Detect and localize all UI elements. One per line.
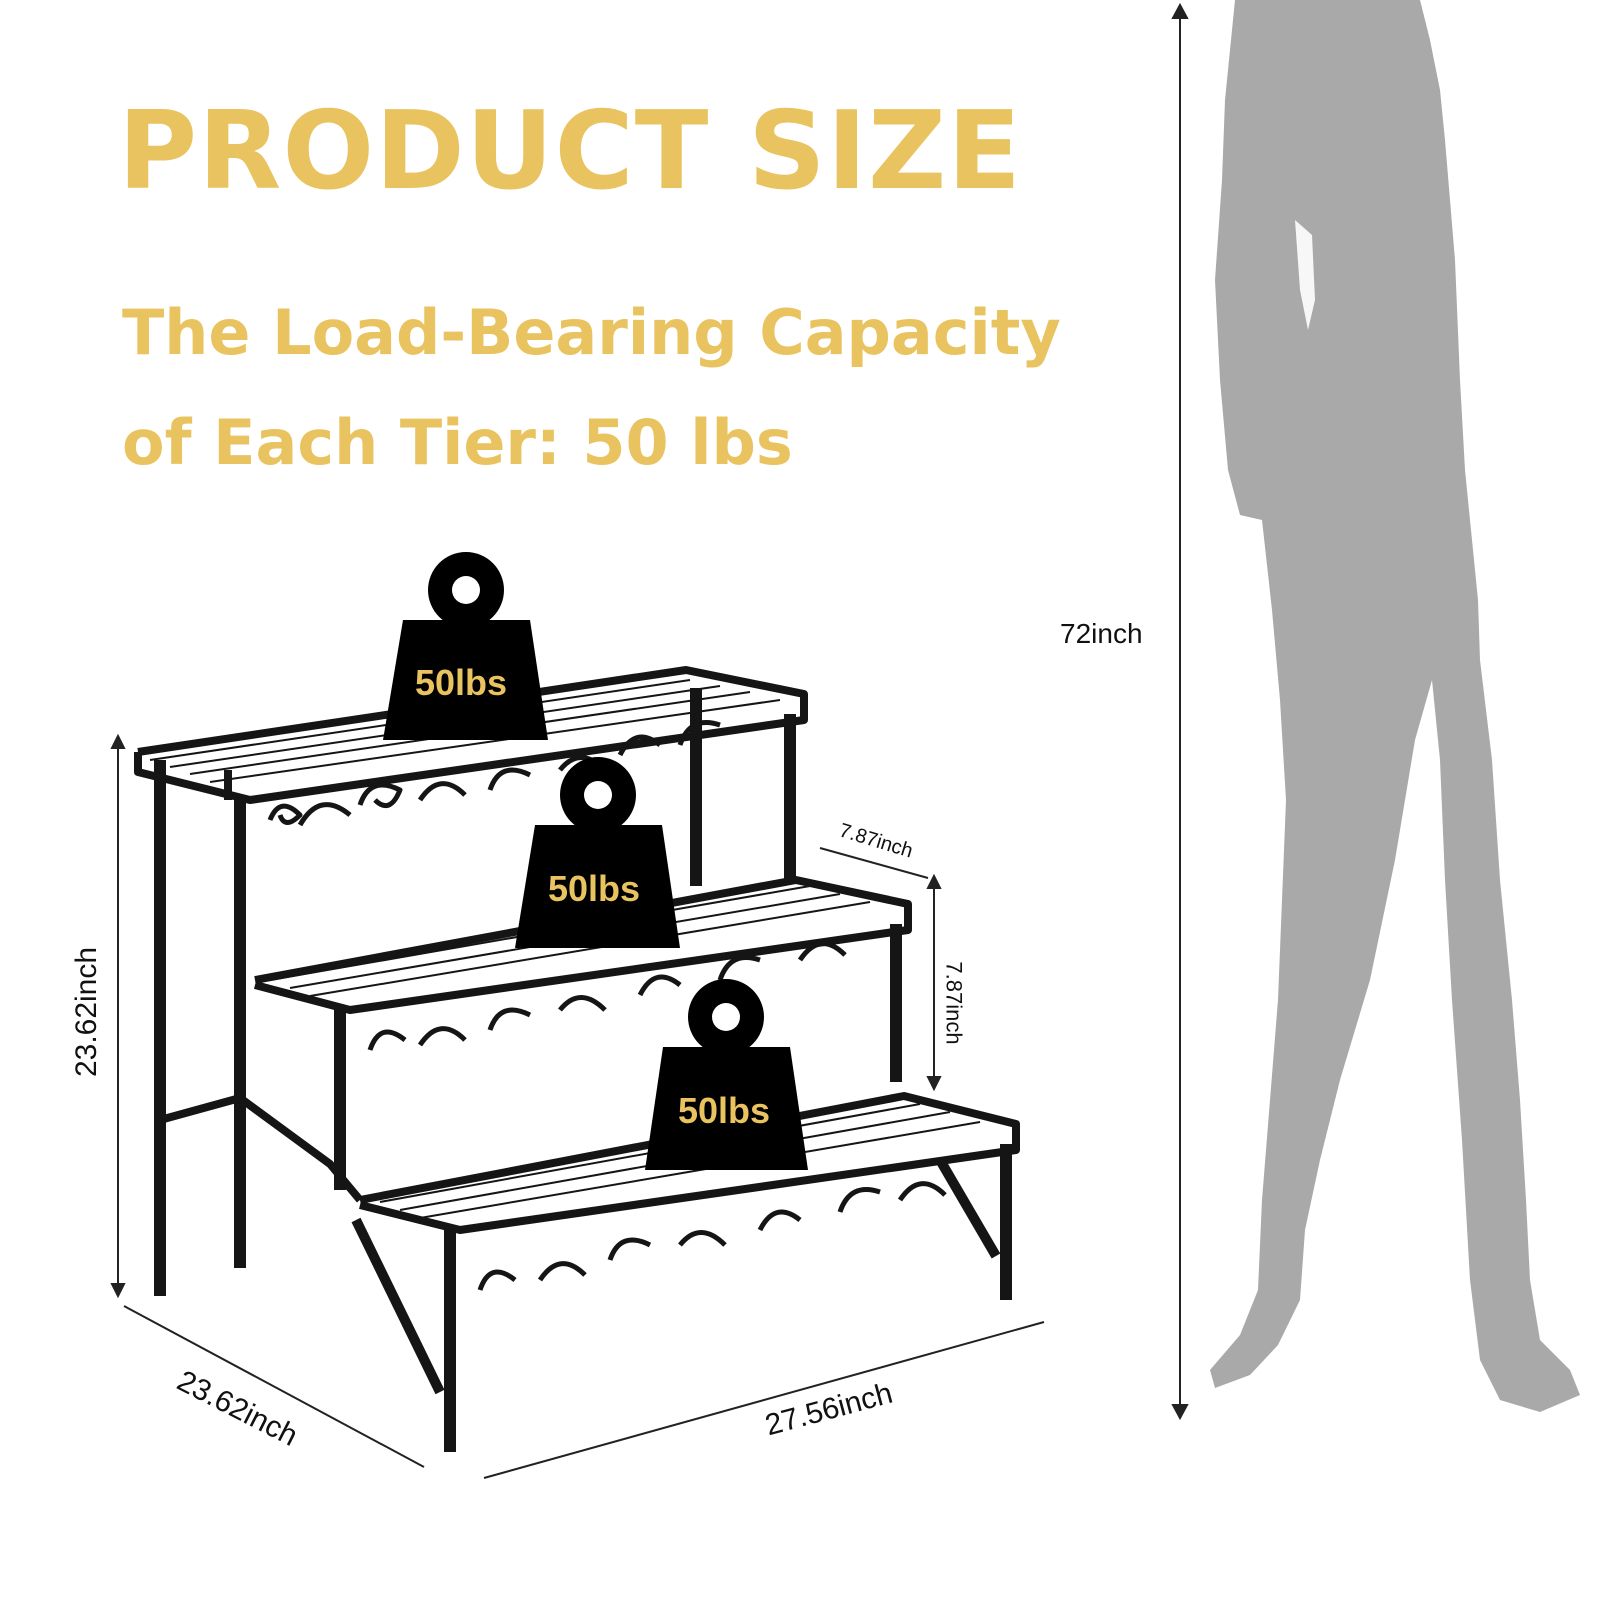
- weight-label-top: 50lbs: [415, 662, 508, 703]
- arrow-icon: [110, 733, 126, 749]
- weight-icon: [515, 757, 680, 948]
- stand-height-label: 23.62inch: [70, 946, 104, 1078]
- weight-icon: [383, 552, 548, 740]
- load-capacity-line-1: The Load-Bearing Capacity: [122, 296, 1061, 369]
- tier-height-label: 7.87inch: [941, 961, 967, 1045]
- arrow-icon: [1171, 1404, 1189, 1421]
- stand-depth-line: [123, 1305, 425, 1468]
- tier-depth-line: [819, 847, 929, 879]
- person-height-label: 72inch: [1060, 618, 1143, 649]
- weight-icon: [645, 979, 808, 1170]
- page-title: PRODUCT SIZE: [118, 89, 1023, 214]
- load-capacity-line-2: of Each Tier: 50 lbs: [122, 406, 793, 479]
- arrow-icon: [110, 1283, 126, 1299]
- weight-label-middle: 50lbs: [548, 868, 641, 909]
- arrow-icon: [926, 873, 942, 889]
- weight-label-bottom: 50lbs: [678, 1090, 771, 1131]
- stand-width-line: [483, 1321, 1045, 1479]
- arrow-icon: [1171, 2, 1189, 19]
- arrow-icon: [926, 1076, 942, 1092]
- load-capacity-text: The Load-Bearing Capacity of Each Tier: …: [122, 278, 1061, 498]
